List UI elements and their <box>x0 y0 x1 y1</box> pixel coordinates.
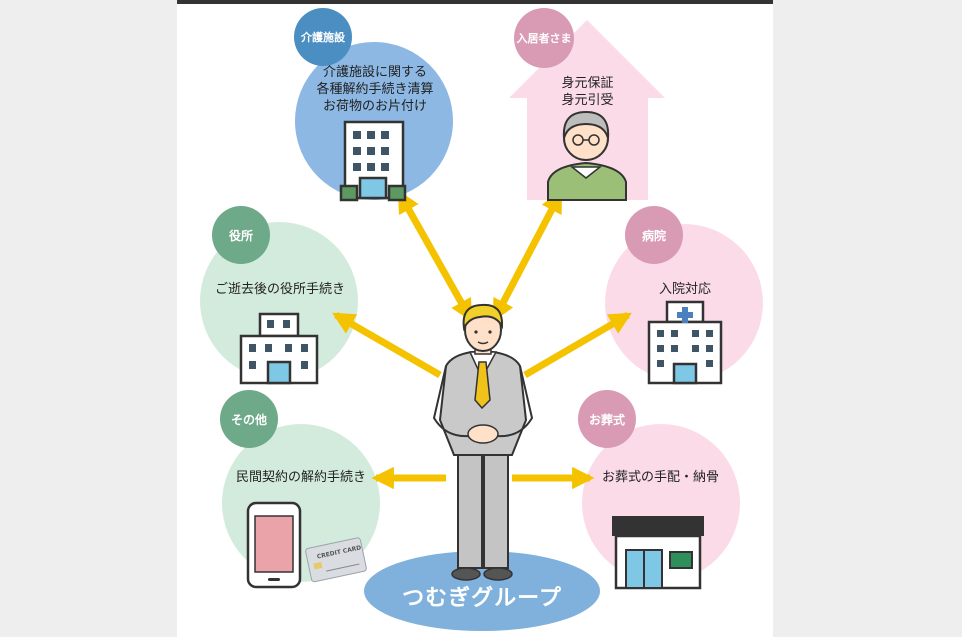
hospital-text: 入院対応 <box>658 282 711 297</box>
businessman-icon <box>432 303 534 581</box>
city-office-icon <box>239 312 319 385</box>
funeral-badge: お葬式 <box>578 390 636 448</box>
other-badge: その他 <box>220 390 278 448</box>
other-text: 民間契約の解約手続き <box>235 470 366 485</box>
brand-ellipse <box>364 551 600 631</box>
resident-badge: 入居者さま <box>514 8 574 68</box>
city-office-badge: 役所 <box>212 206 270 264</box>
resident-text: 身元保証 身元引受 <box>561 76 614 108</box>
city-office-text: ご逝去後の役所手続き <box>214 282 345 297</box>
top-bar <box>177 0 773 4</box>
brand-name: つむぎグループ <box>402 586 562 611</box>
arrow-city-office <box>332 311 442 379</box>
office-building-icon <box>339 120 407 202</box>
funeral-text: お葬式の手配・納骨 <box>601 470 719 485</box>
funeral-hall-icon <box>612 516 704 590</box>
arrow-care-facility <box>396 190 474 322</box>
care-facility-text: 介護施設に関する 各種解約手続き清算 お荷物のお片付け <box>316 65 434 114</box>
hospital-badge: 病院 <box>625 206 683 264</box>
smartphone-icon <box>246 501 302 589</box>
elderly-person-icon <box>547 110 627 201</box>
arrow-hospital <box>523 311 632 379</box>
hospital-building-icon <box>647 300 723 385</box>
care-facility-badge: 介護施設 <box>294 8 352 66</box>
credit-card-icon: CREDIT CARD <box>305 537 367 583</box>
arrow-resident <box>491 190 564 322</box>
